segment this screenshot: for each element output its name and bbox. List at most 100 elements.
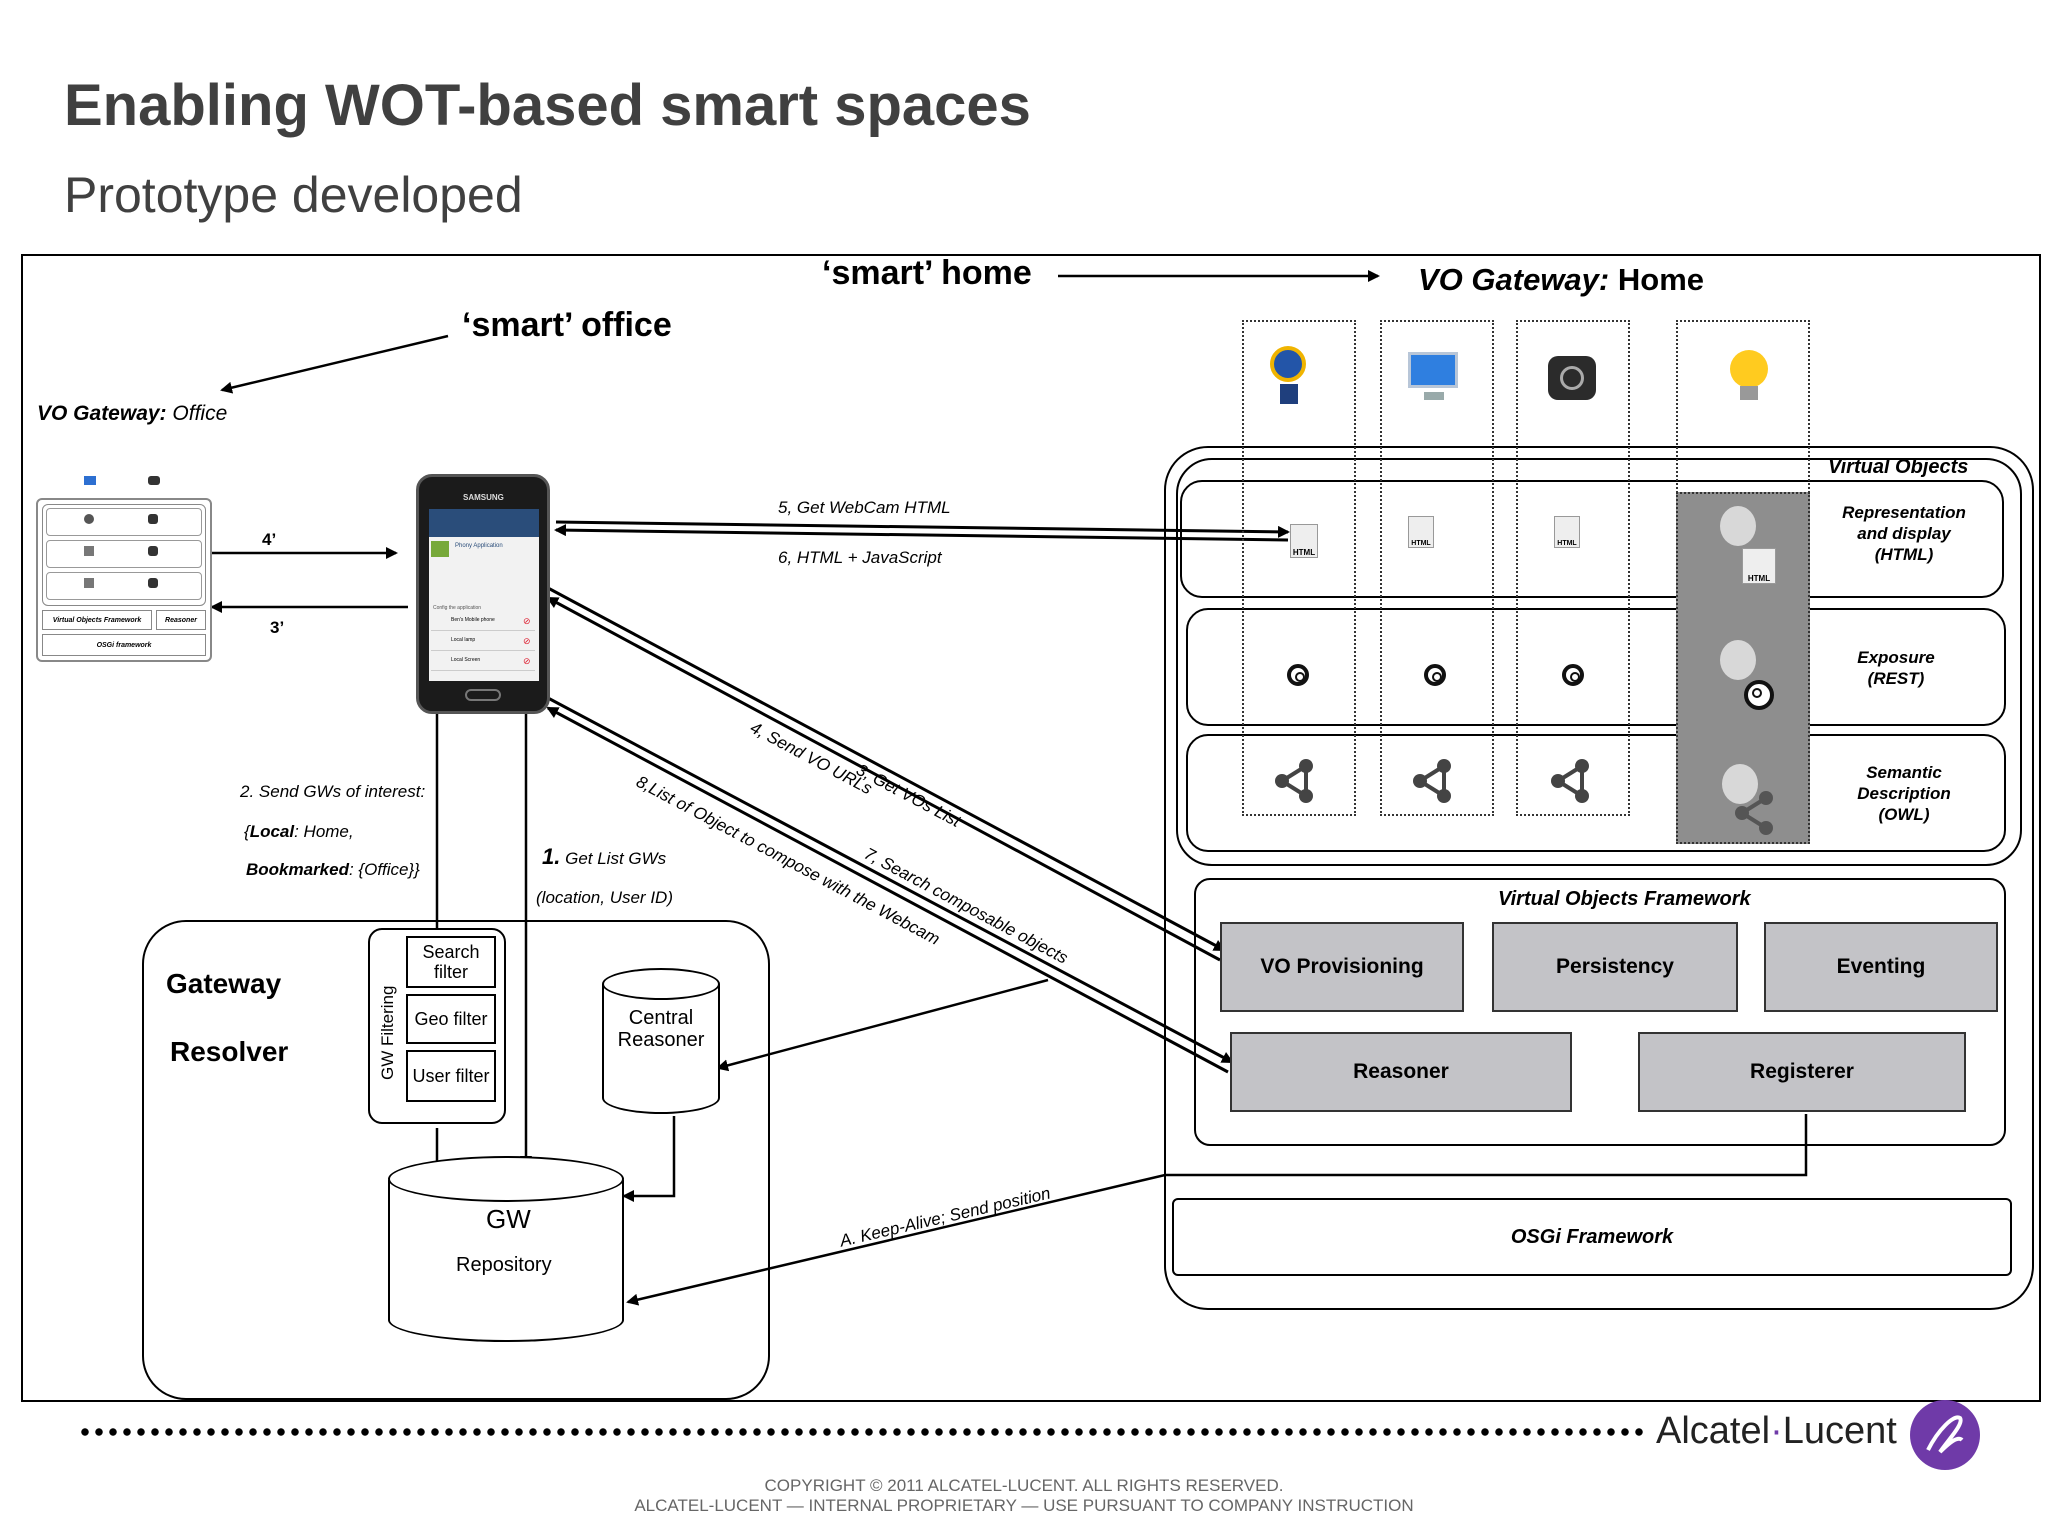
vo-gateway-home-label: VO Gateway: Home [1418, 262, 1704, 298]
html-file-icon: HTML [1408, 516, 1434, 548]
office-vo-area [42, 504, 206, 606]
vof-title: Virtual Objects Framework [1498, 888, 1751, 910]
central-reasoner-db [602, 984, 720, 1114]
virtual-objects-panel [1176, 458, 2022, 866]
phone-brand: SAMSUNG [463, 493, 504, 502]
remove-icon[interactable]: ⊘ [523, 636, 531, 646]
message-2-line2: {Local: Home, [244, 822, 354, 841]
gw-filtering-group [368, 928, 506, 1124]
device-column-screen [1380, 320, 1494, 816]
share-icon [1413, 759, 1451, 803]
smart-home-label: ‘smart’ home [822, 254, 1032, 292]
smartphone[interactable]: SAMSUNG Phony Application Config the app… [416, 474, 550, 714]
device-column-phone [1516, 320, 1630, 816]
copyright-line-2: ALCATEL-LUCENT — INTERNAL PROPRIETARY — … [634, 1496, 1414, 1515]
copyright-line-1: COPYRIGHT © 2011 ALCATEL-LUCENT. ALL RIG… [764, 1476, 1284, 1495]
lightbulb-gray-icon [1722, 764, 1758, 804]
office-osgi-box: OSGi framework [42, 634, 206, 656]
brand-logo-icon [1910, 1400, 1980, 1470]
lightbulb-gray-icon [1720, 640, 1756, 680]
remove-icon[interactable]: ⊘ [523, 656, 531, 666]
phone-app-bar [429, 509, 539, 537]
share-icon [1551, 759, 1589, 803]
app-icon [431, 541, 449, 557]
diagram-frame [21, 254, 2041, 1402]
screen-icon [84, 476, 96, 485]
screen-icon [84, 546, 94, 556]
screen-icon [84, 514, 94, 524]
vo-row-exposure [1186, 608, 2006, 726]
office-vo-row [46, 540, 202, 568]
gateway-resolver-title-2: Resolver [170, 1036, 289, 1067]
office-vof-box: Virtual Objects Framework [42, 610, 152, 630]
device-column-lamp [1676, 320, 1810, 496]
arrow-4prime-label: 4’ [262, 530, 277, 549]
vo-row-representation [1180, 480, 2004, 598]
screen-icon [1408, 352, 1458, 388]
vo-gateway-office-suffix: Office [172, 402, 228, 425]
central-reasoner-label: Central Reasoner [617, 1007, 705, 1051]
arrow-8 [546, 706, 1229, 1074]
screen-icon [84, 578, 94, 588]
gateway-resolver-panel [142, 920, 770, 1400]
geo-filter: Geo filter [406, 994, 496, 1044]
gear-icon [1744, 680, 1774, 710]
phone-app-title: Phony Application [455, 543, 503, 549]
arrow-3prime-label: 3’ [270, 618, 285, 637]
gw-repository-title: GW [486, 1204, 531, 1234]
webcam-icon [1270, 346, 1306, 382]
registerer-module: Registerer [1638, 1032, 1966, 1112]
share-icon [1735, 791, 1773, 835]
smart-office-label: ‘smart’ office [462, 306, 672, 344]
lightbulb-base-icon [1740, 386, 1758, 400]
office-reasoner-box: Reasoner [156, 610, 206, 630]
phone-icon [148, 514, 158, 524]
page-subtitle: Prototype developed [64, 167, 523, 223]
gear-icon [1562, 664, 1584, 686]
reasoner-module: Reasoner [1230, 1032, 1572, 1112]
message-6: 6, HTML + JavaScript [778, 548, 942, 567]
phone-icon [148, 476, 160, 485]
vo-gateway-home-prefix: VO Gateway: [1418, 262, 1610, 297]
arrow-3 [547, 586, 1226, 952]
lightbulb-icon [1730, 350, 1768, 388]
phone-icon [148, 546, 158, 556]
phone-list-item[interactable]: Local lamp ⊘ [431, 633, 535, 651]
virtual-objects-title: Virtual Objects [1828, 456, 1969, 478]
html-file-icon: HTML [1742, 548, 1776, 584]
device-column-webcam [1242, 320, 1356, 816]
phone-list-item[interactable]: Local Screen ⊘ [431, 653, 535, 671]
gear-icon [1424, 664, 1446, 686]
arrow-7 [547, 696, 1234, 1064]
eventing-module: Eventing [1764, 922, 1998, 1012]
osgi-framework: OSGi Framework [1172, 1198, 2012, 1276]
office-gateway-panel: Virtual Objects Framework Reasoner OSGi … [36, 476, 212, 662]
phone-list-item[interactable]: Ben's Mobile phone ⊘ [431, 613, 535, 631]
message-2-line3: Bookmarked: {Office}} [246, 860, 420, 879]
brand-logo-swoosh [1926, 1415, 1964, 1454]
page-title: Enabling WOT-based smart spaces [64, 73, 1031, 138]
user-filter: User filter [406, 1050, 496, 1102]
arrow-central-to-repo [622, 1116, 676, 1202]
row-label-exposure: Exposure (REST) [1857, 648, 1935, 688]
remove-icon[interactable]: ⊘ [523, 616, 531, 626]
gateway-resolver-title-1: Gateway [166, 968, 282, 999]
gw-repository-name: Repository [456, 1254, 552, 1276]
screen-stand-icon [1424, 392, 1444, 400]
arrow-4 [546, 596, 1221, 962]
arrow-5 [555, 520, 1290, 538]
html-file-icon: HTML [1290, 524, 1318, 558]
arrow-6 [554, 524, 1289, 542]
office-vo-row [46, 508, 202, 536]
office-vo-row [46, 572, 202, 600]
phone-screen: Phony Application Config the application… [429, 509, 539, 681]
persistency-module: Persistency [1492, 922, 1738, 1012]
row-label-representation: Representation and display (HTML) [1842, 502, 1966, 564]
lightbulb-gray-icon [1720, 506, 1756, 546]
phone-home-button[interactable] [465, 689, 501, 701]
message-1-sub: (location, User ID) [536, 888, 673, 907]
vo-row-semantic [1186, 734, 2006, 852]
gear-icon [1287, 664, 1309, 686]
central-reasoner-db-top [602, 968, 720, 1000]
